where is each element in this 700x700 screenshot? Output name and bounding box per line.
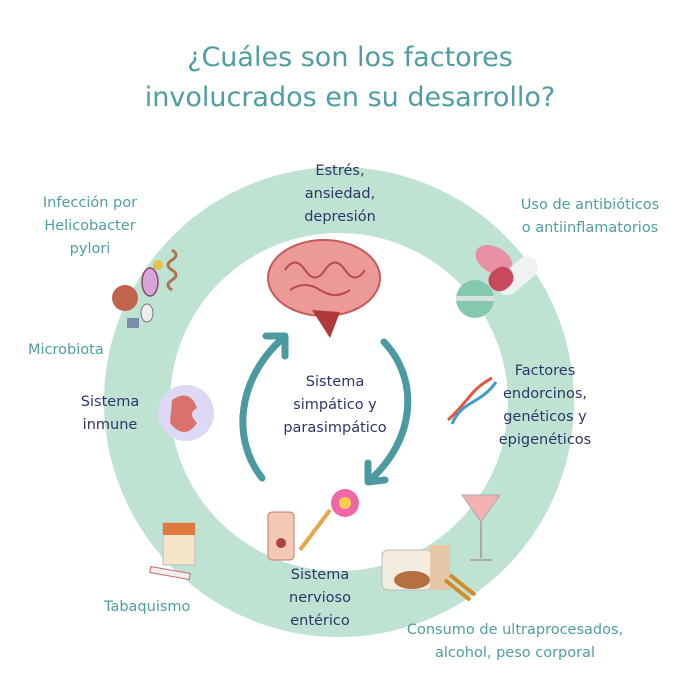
label-line: epigenéticos (498, 432, 592, 448)
label-immune: Sistema inmune (70, 391, 150, 437)
label-diet: Consumo de ultraprocesados, alcohol, pes… (390, 619, 640, 665)
title-line: ¿Cuáles son los factores (187, 42, 513, 73)
label-microbiota: Microbiota (28, 342, 104, 358)
label-line: Consumo de ultraprocesados, (406, 622, 624, 638)
label-smoking: Tabaquismo (104, 599, 191, 615)
cycle-arrows (239, 332, 412, 486)
label-center: Sistema simpático y parasimpático (270, 371, 400, 440)
brain-icon (267, 239, 381, 338)
bacteria-icon (112, 248, 178, 328)
label-line: genéticos y (503, 409, 587, 425)
dna-icon (446, 376, 498, 425)
label-line: alcohol, peso corporal (435, 645, 595, 661)
label-line: parasimpático (283, 420, 387, 436)
label-line: depresión (304, 209, 376, 225)
label-enteric: Sistema nervioso entérico (270, 564, 370, 633)
label-line: inmune (82, 417, 138, 433)
label-line: Estrés, (315, 163, 365, 179)
label-helicobacter: Infección por Helicobacter pylori (25, 192, 155, 261)
label-line: o antiinflamatorios (521, 220, 659, 236)
title-line: involucrados en su desarrollo? (144, 82, 556, 113)
label-stress: Estrés, ansiedad, depresión (270, 160, 410, 229)
food-and-drink-icon (381, 494, 501, 602)
label-line: Sistema (290, 567, 350, 583)
page-title: ¿Cuáles son los factores involucrados en… (0, 38, 700, 118)
label-line: Helicobacter (44, 218, 136, 234)
neuron-icon (267, 489, 359, 561)
label-line: Factores (514, 363, 576, 379)
label-line: nervioso (289, 590, 351, 606)
label-line: Uso de antibióticos (520, 197, 660, 213)
immune-cell-icon (158, 385, 214, 441)
arrow-left (239, 334, 287, 482)
label-line: Infección por (42, 195, 138, 211)
factor-ring (104, 167, 574, 637)
label-line: ansiedad, (304, 186, 376, 202)
arrow-right (366, 338, 412, 484)
pills-icon (456, 244, 538, 318)
label-line: Sistema (305, 374, 365, 390)
cigarettes-icon (149, 522, 196, 581)
label-antibiotics: Uso de antibióticos o antiinflamatorios (510, 194, 670, 240)
label-line: endorcinos, (502, 386, 588, 402)
label-endocrine: Factores endorcinos, genéticos y epigené… (490, 360, 600, 452)
label-line: Sistema (80, 394, 140, 410)
label-line: pylori (69, 241, 111, 257)
label-line: entérico (290, 613, 350, 629)
label-line: simpático y (293, 397, 377, 413)
